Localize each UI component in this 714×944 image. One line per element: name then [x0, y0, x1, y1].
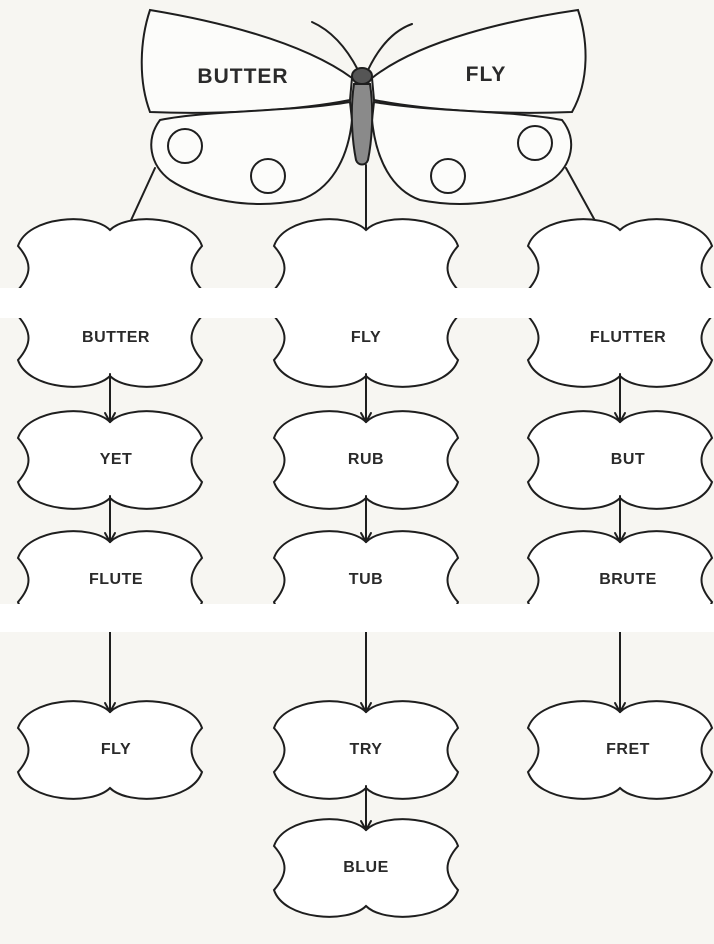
word-label: FLUTE	[89, 571, 143, 589]
right-lower-wing	[372, 102, 571, 204]
word-label: FLUTTER	[590, 329, 666, 347]
left-wing-word: BUTTER	[197, 65, 288, 89]
word-label: RUB	[348, 451, 384, 469]
left-lower-wing	[151, 102, 352, 204]
butterfly-head	[352, 68, 372, 84]
right-upper-wing	[372, 10, 586, 113]
word-label: BRUTE	[599, 571, 657, 589]
word-label: FRET	[606, 741, 650, 759]
word-label: YET	[100, 451, 133, 469]
word-label: TRY	[350, 741, 383, 759]
section-separator	[0, 288, 714, 318]
word-label: FLY	[351, 329, 381, 347]
word-label: TUB	[349, 571, 383, 589]
word-label: BUT	[611, 451, 645, 469]
word-label: BUTTER	[82, 329, 150, 347]
word-label: FLY	[101, 741, 131, 759]
section-separator	[0, 604, 714, 632]
word-label: BLUE	[343, 859, 389, 877]
butterfly-body	[352, 84, 372, 165]
right-wing-word: FLY	[466, 63, 507, 87]
word-tree	[18, 219, 712, 917]
